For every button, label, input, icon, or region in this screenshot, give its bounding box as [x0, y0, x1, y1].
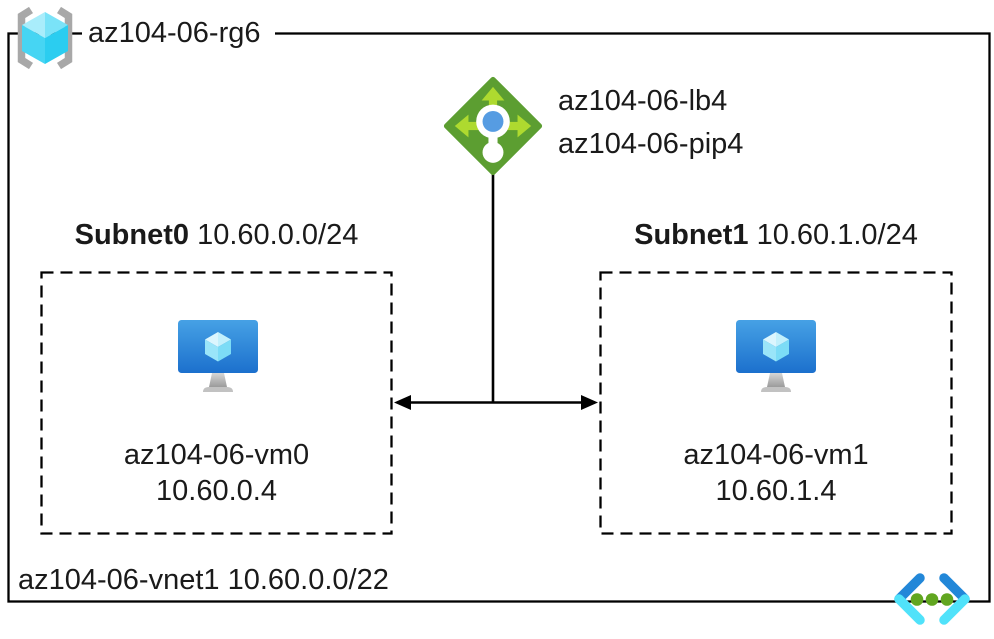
- subnet1-label: Subnet1 10.60.1.0/24: [600, 219, 952, 251]
- subnet0-cidr: 10.60.0.0/24: [197, 219, 359, 251]
- load-balancer-name: az104-06-lb4: [558, 85, 728, 117]
- vm0-name: az104-06-vm0: [123, 439, 310, 471]
- vm1-ip: 10.60.1.4: [715, 475, 837, 507]
- resource-group-border: [7, 32, 991, 603]
- load-balancer-label: az104-06-lb4 az104-06-pip4: [558, 80, 743, 166]
- load-balancer-icon: [443, 76, 543, 176]
- arrowhead-left: [394, 395, 411, 410]
- vnet-cidr: 10.60.0.0/22: [227, 564, 389, 596]
- virtual-network-icon: [894, 573, 970, 625]
- vm0-label: az104-06-vm0 10.60.0.4: [41, 437, 392, 509]
- bracket-right-icon: [56, 6, 73, 70]
- subnet1-cidr: 10.60.1.0/24: [756, 219, 918, 251]
- chevron-right-top: [939, 573, 970, 604]
- chevron-right-bottom: [939, 594, 970, 625]
- subnet0-label: Subnet0 10.60.0.0/24: [41, 219, 392, 251]
- vm1-label: az104-06-vm1 10.60.1.4: [600, 437, 952, 509]
- arrowhead-right: [581, 395, 598, 410]
- resource-group-label: az104-06-rg6: [82, 16, 275, 50]
- subnet1-name: Subnet1: [634, 219, 749, 251]
- chevron-left-top: [894, 573, 925, 604]
- resource-group-icon: [17, 6, 73, 70]
- subnet0-border: [40, 271, 393, 535]
- public-ip-name: az104-06-pip4: [558, 128, 744, 160]
- cube-glyph: [205, 332, 231, 362]
- vnet-name: az104-06-vnet1: [18, 564, 220, 596]
- bracket-left-icon: [17, 6, 34, 70]
- vm0-ip: 10.60.0.4: [156, 475, 277, 507]
- subnet0-name: Subnet0: [74, 219, 190, 251]
- vm1-name: az104-06-vm1: [683, 439, 869, 471]
- network-dots: [910, 593, 954, 606]
- keyhole-glyph: [476, 104, 510, 163]
- cube-glyph: [22, 12, 68, 64]
- virtual-machine-icon: [178, 320, 258, 392]
- vnet-label: az104-06-vnet1 10.60.0.0/22: [18, 563, 389, 597]
- chevron-left-bottom: [894, 594, 925, 625]
- cube-glyph: [763, 332, 789, 362]
- subnet1-border: [599, 271, 953, 535]
- virtual-machine-icon: [736, 320, 816, 392]
